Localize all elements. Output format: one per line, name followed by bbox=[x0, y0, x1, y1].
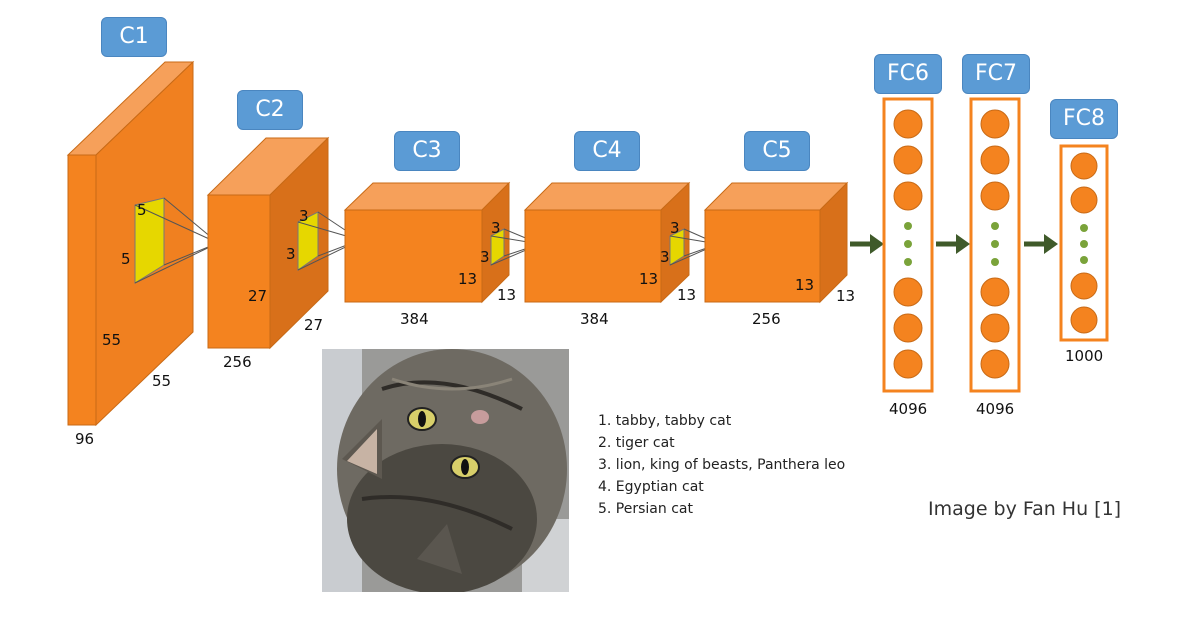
fc6-neuron bbox=[893, 109, 923, 139]
image-credit: Image by Fan Hu [1] bbox=[928, 498, 1122, 520]
fc7-label: FC7 bbox=[962, 54, 1030, 94]
fc6-layer bbox=[882, 97, 934, 393]
c3-label: C3 bbox=[394, 131, 460, 171]
c1-width: 55 bbox=[152, 372, 172, 390]
c2-kernel-h: 3 bbox=[299, 207, 309, 225]
c5-depth: 256 bbox=[752, 310, 781, 328]
fc6-ellipsis-dot bbox=[904, 240, 912, 248]
fc7-ellipsis-dot bbox=[991, 258, 999, 266]
c4-top bbox=[523, 182, 691, 211]
fc6-neuron bbox=[893, 313, 923, 343]
fc6-neuron bbox=[893, 349, 923, 379]
fc7-neuron bbox=[980, 181, 1010, 211]
c3-block bbox=[343, 181, 541, 304]
prediction-item: 1. tabby, tabby cat bbox=[598, 413, 732, 429]
fc6-neuron bbox=[893, 145, 923, 175]
c1-kernel-line bbox=[134, 242, 219, 284]
c2-height: 27 bbox=[248, 287, 268, 305]
c5-side bbox=[819, 181, 848, 304]
fc8-neuron bbox=[1070, 152, 1098, 180]
fc7-frame bbox=[969, 97, 1021, 393]
c2-front bbox=[207, 194, 271, 349]
c2-label: C2 bbox=[237, 90, 303, 130]
c3-front bbox=[344, 209, 483, 303]
c3-top bbox=[343, 182, 511, 211]
c2-width: 27 bbox=[304, 316, 324, 334]
cat-image bbox=[322, 349, 569, 592]
c1-label: C1 bbox=[101, 17, 167, 57]
fc6-frame bbox=[882, 97, 934, 393]
fc8-ellipsis-dot bbox=[1080, 256, 1088, 264]
c4-kernel-h: 3 bbox=[670, 219, 680, 237]
c4-depth: 384 bbox=[580, 310, 609, 328]
prediction-item: 4. Egyptian cat bbox=[598, 479, 704, 495]
fc8-neuron bbox=[1070, 272, 1098, 300]
prediction-item: 5. Persian cat bbox=[598, 501, 693, 517]
c5-height: 13 bbox=[795, 276, 815, 294]
c1-kernel-h: 5 bbox=[137, 201, 147, 219]
fc7-neuron bbox=[980, 313, 1010, 343]
c2-depth: 256 bbox=[223, 353, 252, 371]
c1-height: 55 bbox=[102, 331, 122, 349]
fc7-ellipsis-dot bbox=[991, 222, 999, 230]
c3-height: 13 bbox=[458, 270, 478, 288]
c2-block bbox=[206, 136, 361, 350]
c4-width: 13 bbox=[677, 286, 697, 304]
fc6-label: FC6 bbox=[874, 54, 942, 94]
fc8-neuron bbox=[1070, 186, 1098, 214]
arrow-fc7-fc8 bbox=[1024, 234, 1058, 254]
fc6-neuron bbox=[893, 181, 923, 211]
c2-kernel-w: 3 bbox=[286, 245, 296, 263]
prediction-item: 2. tiger cat bbox=[598, 435, 675, 451]
c5-label: C5 bbox=[744, 131, 810, 171]
c1-kernel-line bbox=[134, 204, 219, 244]
c5-width: 13 bbox=[836, 287, 856, 305]
c4-label: C4 bbox=[574, 131, 640, 171]
predictions-list: 1. tabby, tabby cat 2. tiger cat 3. lion… bbox=[598, 410, 845, 520]
c3-depth: 384 bbox=[400, 310, 429, 328]
fc6-units: 4096 bbox=[889, 400, 928, 418]
fc7-neuron bbox=[980, 145, 1010, 175]
fc8-units: 1000 bbox=[1065, 347, 1104, 365]
fc7-units: 4096 bbox=[976, 400, 1015, 418]
c5-block bbox=[703, 181, 849, 304]
fc8-frame bbox=[1059, 144, 1109, 342]
fc7-layer bbox=[969, 97, 1021, 393]
c4-front bbox=[524, 209, 662, 303]
fc7-neuron bbox=[980, 349, 1010, 379]
c1-kernel-w: 5 bbox=[121, 250, 131, 268]
c1-front bbox=[67, 154, 97, 426]
c4-block bbox=[523, 181, 719, 304]
fc7-ellipsis-dot bbox=[991, 240, 999, 248]
c1-depth: 96 bbox=[75, 430, 95, 448]
arrow-c5-fc6 bbox=[850, 234, 884, 254]
fc6-ellipsis-dot bbox=[904, 258, 912, 266]
c3-kernel-h: 3 bbox=[491, 219, 501, 237]
prediction-item: 3. lion, king of beasts, Panthera leo bbox=[598, 457, 846, 473]
c3-kernel-w: 3 bbox=[480, 248, 490, 266]
fc6-ellipsis-dot bbox=[904, 222, 912, 230]
fc8-ellipsis-dot bbox=[1080, 224, 1088, 232]
fc8-ellipsis-dot bbox=[1080, 240, 1088, 248]
fc7-neuron bbox=[980, 277, 1010, 307]
cat-illustration bbox=[322, 349, 569, 592]
c3-width: 13 bbox=[497, 286, 517, 304]
fc8-layer bbox=[1059, 144, 1109, 342]
fc8-neuron bbox=[1070, 306, 1098, 334]
fc7-neuron bbox=[980, 109, 1010, 139]
c1-block bbox=[66, 60, 219, 427]
fc6-neuron bbox=[893, 277, 923, 307]
c4-kernel-w: 3 bbox=[660, 248, 670, 266]
arrow-fc6-fc7 bbox=[936, 234, 970, 254]
fc8-label: FC8 bbox=[1050, 99, 1118, 139]
c4-height: 13 bbox=[639, 270, 659, 288]
